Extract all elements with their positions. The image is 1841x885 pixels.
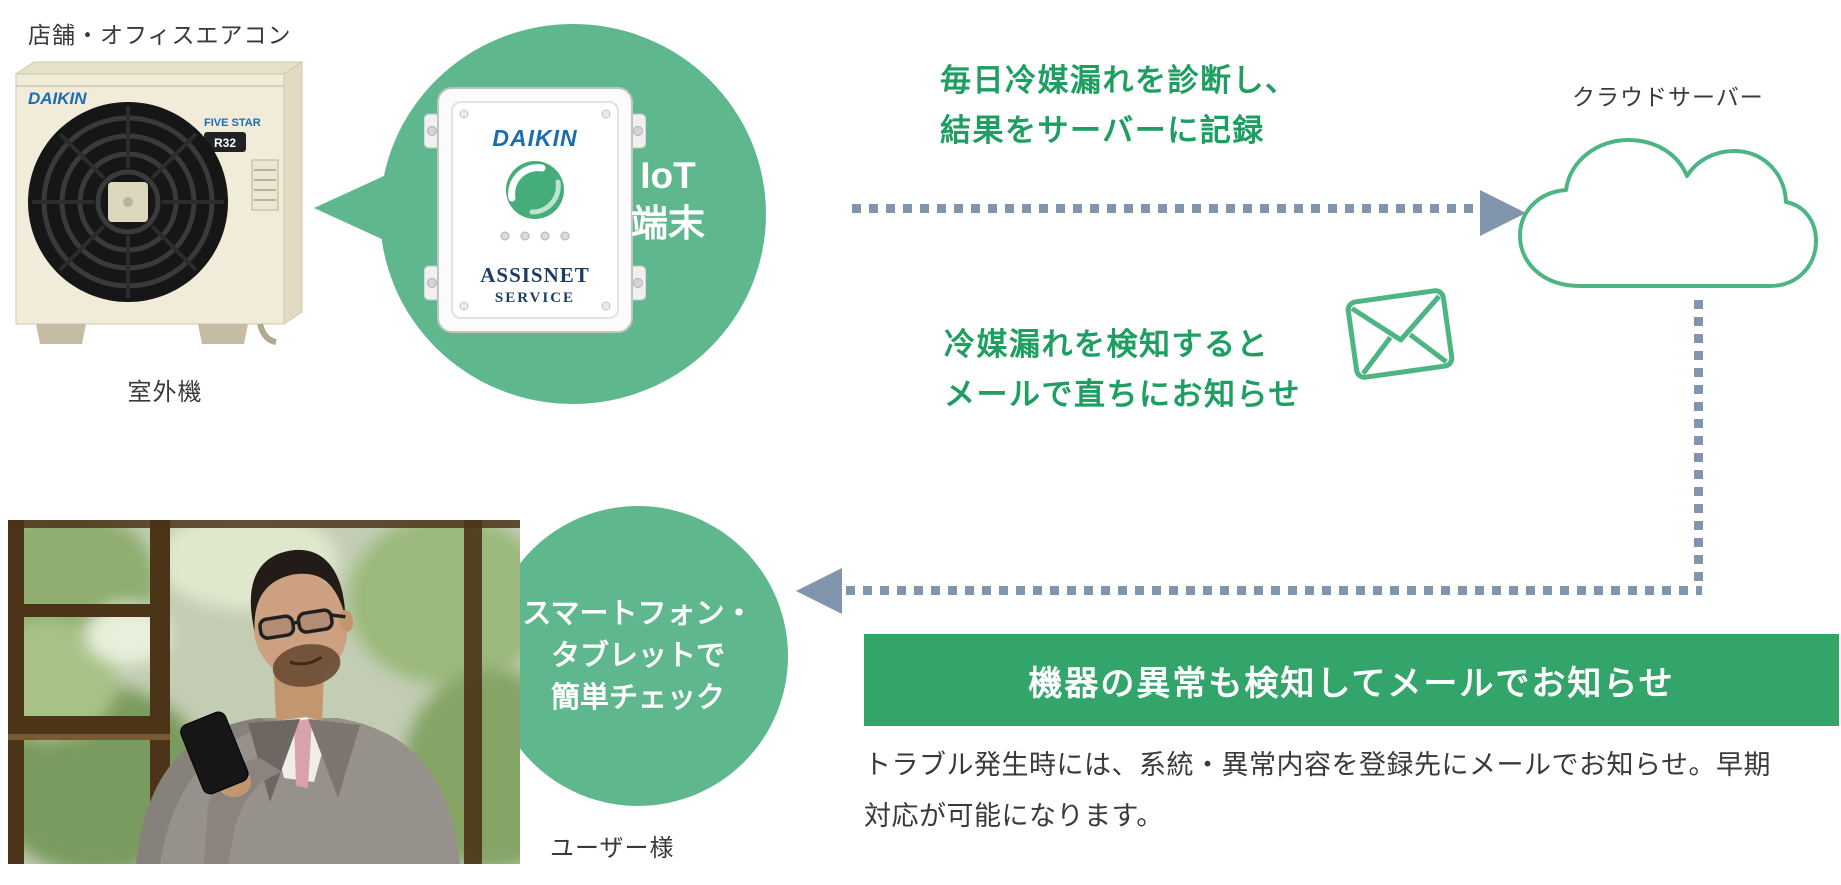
device-mount-screws bbox=[427, 126, 643, 288]
iot-terminal-label: IoT 端末 bbox=[588, 152, 748, 248]
flow-notify-text: 冷媒漏れを検知すると メールで直ちにお知らせ bbox=[944, 320, 1301, 419]
user-person bbox=[136, 549, 460, 864]
flow-record-line2: 結果をサーバーに記録 bbox=[940, 112, 1265, 148]
flow-record-text: 毎日冷媒漏れを診断し、 結果をサーバーに記録 bbox=[940, 56, 1298, 155]
check-line3: 簡単チェック bbox=[550, 682, 725, 715]
smartphone-icon bbox=[180, 711, 249, 795]
ac-louver-slats bbox=[254, 169, 276, 201]
arrow-cloud-to-user-line bbox=[846, 586, 1702, 595]
arrow-iot-to-cloud-line bbox=[852, 204, 1482, 213]
cloud-outline bbox=[1518, 138, 1818, 288]
alert-body: トラブル発生時には、系統・異常内容を登録先にメールでお知らせ。早期 対応が可能に… bbox=[864, 740, 1841, 843]
outdoor-unit-image: DAIKIN FIVE STAR R32 bbox=[14, 61, 304, 345]
outdoor-unit-caption: 室外機 bbox=[127, 379, 203, 406]
arrow-cloud-down-line bbox=[1694, 300, 1703, 586]
check-bubble: スマートフォン・ タブレットで 簡単チェック bbox=[488, 506, 788, 806]
check-bubble-text: スマートフォン・ タブレットで 簡単チェック bbox=[522, 593, 753, 719]
arrow-cloud-to-user-head bbox=[796, 568, 842, 614]
ac-refrigerant-text: R32 bbox=[214, 136, 236, 150]
ac-fan-hub-dot bbox=[123, 197, 133, 207]
window-sill bbox=[8, 734, 170, 740]
alert-body-line1: トラブル発生時には、系統・異常内容を登録先にメールでお知らせ。早期 bbox=[864, 750, 1771, 780]
ac-side-face bbox=[283, 61, 303, 325]
mail-envelope-body bbox=[1345, 288, 1455, 380]
device-logo-swirl bbox=[508, 164, 546, 202]
alert-body-line2: 対応が可能になります。 bbox=[864, 801, 1164, 832]
iot-label-line1: IoT bbox=[640, 155, 696, 196]
flow-notify-line1: 冷媒漏れを検知すると bbox=[944, 327, 1269, 362]
flow-record-line1: 毎日冷媒漏れを診断し、 bbox=[940, 63, 1298, 98]
ac-brand-text: DAIKIN bbox=[28, 89, 87, 108]
mail-icon bbox=[1345, 288, 1455, 380]
device-brand-text: DAIKIN bbox=[492, 125, 577, 151]
ac-top-face bbox=[14, 61, 304, 75]
device-corner-screws bbox=[459, 109, 611, 311]
ac-r32-badge bbox=[204, 132, 246, 152]
ac-foot-left bbox=[36, 324, 86, 344]
device-logo-swirl2 bbox=[529, 179, 561, 215]
ac-foot-right bbox=[198, 324, 248, 344]
check-line2: タブレットで bbox=[550, 639, 725, 672]
device-led-row bbox=[500, 231, 570, 241]
iot-device-image: DAIKIN ASSISNET SERVICE bbox=[424, 87, 646, 333]
flow-notify-line2: メールで直ちにお知らせ bbox=[944, 376, 1301, 412]
cloud-server-label: クラウドサーバー bbox=[1572, 84, 1764, 110]
arrow-iot-to-cloud-head bbox=[1480, 190, 1526, 236]
iot-bubble-tail bbox=[314, 175, 386, 241]
user-head bbox=[250, 549, 354, 687]
user-caption: ユーザー様 bbox=[550, 835, 675, 862]
ac-fan-spokes bbox=[32, 106, 224, 298]
device-service-text2: SERVICE bbox=[495, 290, 575, 306]
check-line1: スマートフォン・ bbox=[522, 597, 754, 630]
ac-pipe bbox=[257, 323, 277, 345]
alert-banner-text: 機器の異常も検知してメールでお知らせ bbox=[1028, 664, 1675, 703]
iot-label-line2: 端末 bbox=[631, 203, 705, 245]
user-photo bbox=[8, 520, 520, 864]
device-service-text1: ASSISNET bbox=[480, 263, 590, 287]
aircon-section-title: 店舗・オフィスエアコン bbox=[28, 22, 292, 48]
mail-envelope-folds bbox=[1361, 332, 1448, 376]
ac-series-text: FIVE STAR bbox=[204, 117, 261, 129]
cloud-icon bbox=[1518, 138, 1818, 288]
ac-louver bbox=[251, 159, 279, 211]
mail-envelope-flap bbox=[1350, 294, 1441, 343]
alert-banner: 機器の異常も検知してメールでお知らせ bbox=[864, 634, 1839, 726]
